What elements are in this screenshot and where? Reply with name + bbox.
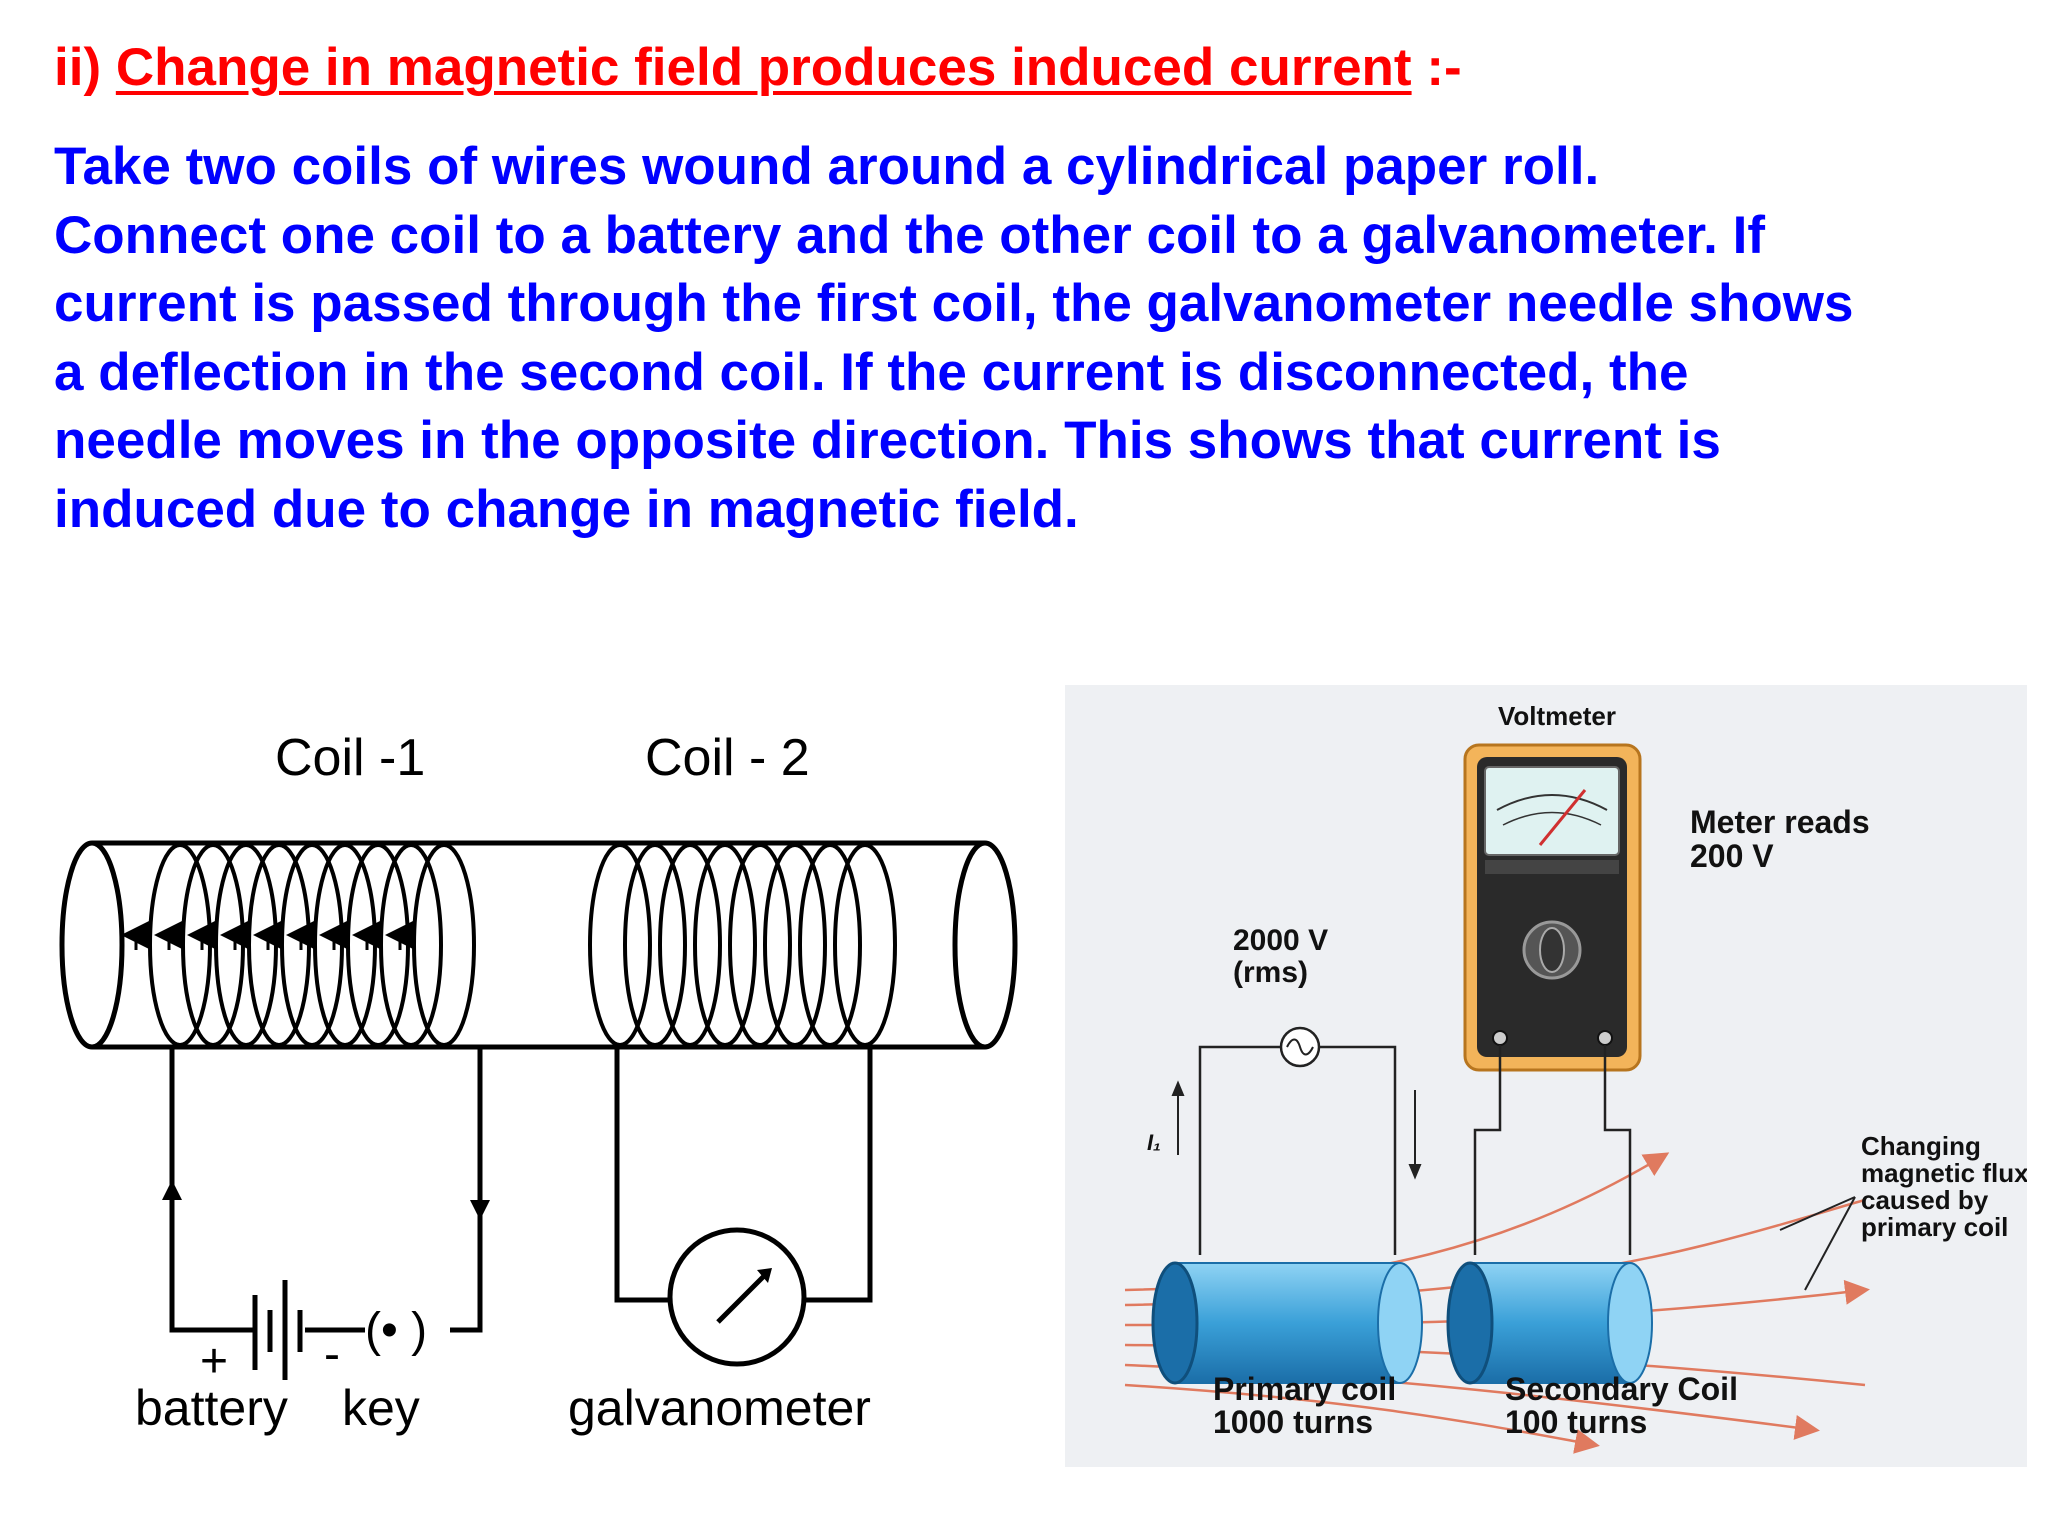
ac-source-symbol: [1279, 1026, 1321, 1068]
key-symbol: (• ): [365, 1304, 427, 1357]
battery-circuit-wires: [169, 1045, 483, 1333]
paper-roll-cylinder: [59, 840, 1018, 1050]
body-line: current is passed through the first coil…: [54, 274, 1854, 333]
body-line: Take two coils of wires wound around a c…: [54, 137, 1600, 196]
body-line: a deflection in the second coil. If the …: [54, 342, 1689, 402]
current-direction-arrows: [1171, 1080, 1422, 1180]
coil-1-current-arrows: [121, 920, 415, 950]
flux-note-line1: Changing: [1861, 1131, 1981, 1161]
circuit-current-arrows: [162, 1180, 490, 1220]
galvanometer-circuit-wires: [614, 1045, 873, 1303]
slide-heading: ii) Change in magnetic field produces in…: [54, 36, 1462, 100]
coil1-label: Coil -1: [275, 729, 425, 787]
heading-suffix: :-: [1411, 38, 1462, 97]
coil-1-windings: [148, 843, 476, 1047]
primary-coil-line2: 1000 turns: [1213, 1404, 1373, 1440]
secondary-coil-line2: 100 turns: [1505, 1404, 1647, 1440]
body-line: Connect one coil to a battery and the ot…: [54, 205, 1766, 265]
body-line: induced due to change in magnetic field.: [54, 479, 1079, 539]
current-label: I₁: [1147, 1130, 1161, 1155]
meter-reads-line1: Meter reads: [1690, 804, 1870, 840]
battery-plus-sign: +: [200, 1335, 228, 1388]
flux-note-line2: magnetic flux: [1861, 1158, 2027, 1188]
heading-prefix: ii): [54, 38, 116, 97]
meter-reads-line2: 200 V: [1690, 838, 1774, 874]
secondary-coil-line1: Secondary Coil: [1505, 1371, 1738, 1407]
primary-coil-line1: Primary coil: [1213, 1371, 1396, 1407]
heading-title: Change in magnetic field produces induce…: [115, 38, 1412, 97]
coil2-label: Coil - 2: [645, 729, 810, 787]
battery-label: battery: [135, 1380, 288, 1436]
coil-circuit-diagram: Coil -1 Coil - 2: [59, 729, 1018, 1436]
galvanometer-symbol: [667, 1227, 807, 1367]
source-voltage-line1: 2000 V: [1233, 924, 1328, 957]
source-voltage-line2: (rms): [1233, 956, 1308, 989]
body-paragraph: Take two coils of wires wound around a c…: [54, 133, 2014, 544]
secondary-circuit-wires: [1473, 1045, 1632, 1255]
voltmeter: [1463, 743, 1642, 1072]
battery-symbol: [252, 1280, 303, 1380]
transformer-illustration: 2000 V (rms) I₁ Voltmeter Meter reads 20…: [1065, 685, 2027, 1467]
key-label: key: [342, 1380, 420, 1436]
flux-note-line4: primary coil: [1861, 1212, 2008, 1242]
flux-note-line3: caused by: [1861, 1185, 1989, 1215]
primary-coil: [1151, 1261, 1423, 1385]
body-line: needle moves in the opposite direction. …: [54, 411, 1721, 470]
galvanometer-label: galvanometer: [568, 1380, 871, 1436]
battery-minus-sign: -: [324, 1328, 340, 1381]
flux-callout-pointers: [1779, 1196, 1856, 1291]
voltmeter-label: Voltmeter: [1498, 701, 1616, 731]
primary-circuit-wires: [1198, 1045, 1397, 1255]
secondary-coil: [1446, 1261, 1653, 1385]
coil-2-windings: [588, 843, 897, 1047]
